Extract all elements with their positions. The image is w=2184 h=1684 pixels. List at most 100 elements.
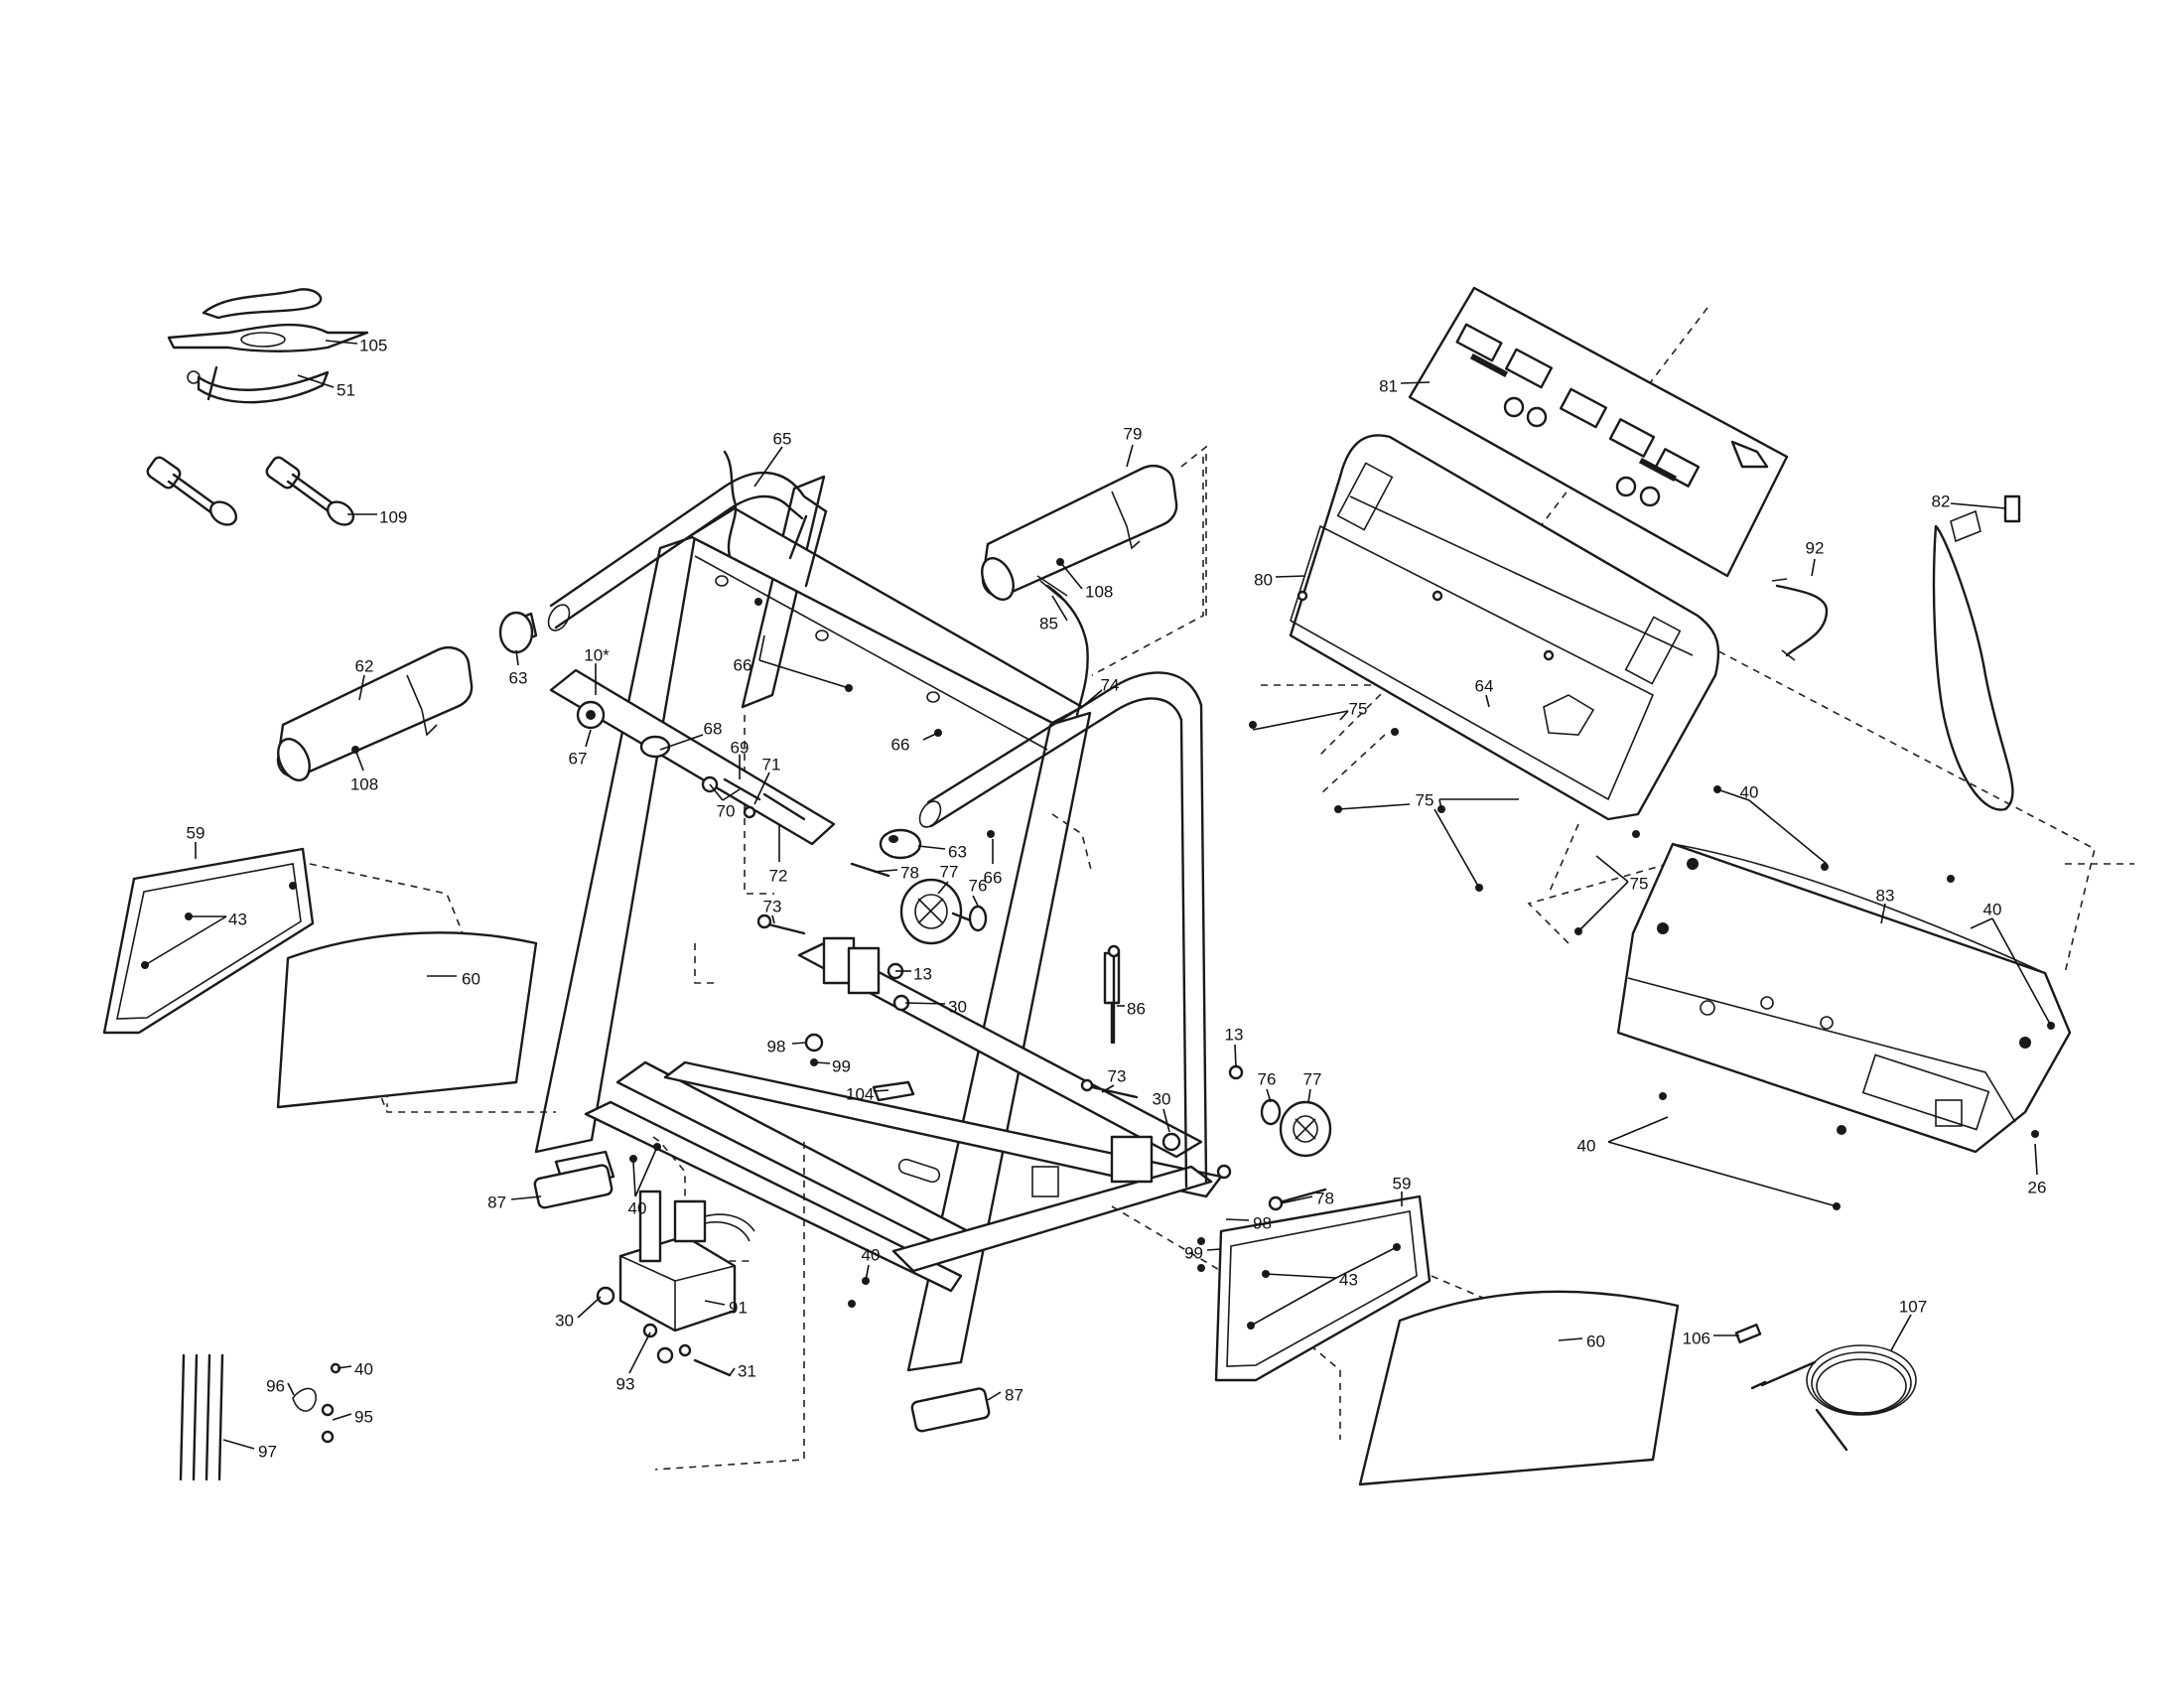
callout-label: 73 — [1108, 1066, 1127, 1085]
callout-73: 73 — [763, 897, 782, 924]
callout-label: 105 — [359, 336, 387, 354]
callout-leader — [628, 1332, 651, 1374]
callout-label: 96 — [266, 1376, 285, 1395]
callout-leader — [1059, 561, 1083, 590]
callout-92: 92 — [1806, 538, 1824, 577]
callout-label: 83 — [1876, 886, 1895, 905]
callout-leader — [753, 446, 783, 488]
callout-label: 77 — [1303, 1069, 1322, 1088]
callout-43: 43 — [144, 910, 247, 966]
cable-107 — [1734, 1324, 1917, 1452]
callout-74: 74 — [1081, 675, 1119, 708]
callout-leader — [722, 788, 741, 801]
callout-leader — [337, 1365, 352, 1369]
callout-106: 106 — [1683, 1329, 1739, 1347]
callout-label: 107 — [1899, 1297, 1927, 1316]
callout-leader — [297, 374, 335, 388]
callout-85: 85 — [1039, 595, 1068, 632]
callout-40: 40 — [862, 1245, 880, 1282]
callout-label: 60 — [1586, 1332, 1605, 1350]
callout-label: 91 — [729, 1298, 748, 1317]
callout-leader — [1595, 855, 1629, 883]
callout-51: 51 — [297, 374, 355, 399]
callout-77: 77 — [937, 862, 958, 895]
callout-83: 83 — [1876, 886, 1895, 924]
callout-40: 40 — [1577, 1116, 1838, 1207]
callout-26: 26 — [2028, 1143, 2047, 1196]
callout-65: 65 — [753, 429, 791, 488]
callout-label: 68 — [704, 719, 723, 738]
callout-label: 30 — [555, 1311, 574, 1330]
left-side-cover-59 — [102, 847, 315, 1035]
callout-40: 40 — [1716, 782, 1828, 865]
cable-ties-97 — [179, 1353, 341, 1481]
foot-pads — [533, 1150, 991, 1433]
callout-label: 10* — [584, 645, 610, 664]
callout-73: 73 — [1101, 1066, 1127, 1093]
wire-harness-85 — [723, 450, 1089, 717]
callout-81: 81 — [1379, 376, 1431, 395]
callout-109: 109 — [347, 507, 407, 526]
callout-leader — [1716, 788, 1750, 801]
callout-label: 75 — [1349, 699, 1368, 718]
callout-leader — [287, 1382, 295, 1396]
callout-leader — [325, 340, 358, 345]
callout-label: 78 — [900, 863, 919, 882]
callout-leader — [1126, 444, 1134, 468]
callout-leader — [1280, 1195, 1313, 1204]
callout-30: 30 — [1153, 1089, 1171, 1133]
callout-13: 13 — [895, 964, 932, 983]
callout-leader — [1225, 1218, 1250, 1221]
callout-87: 87 — [987, 1385, 1024, 1404]
callout-66: 66 — [984, 839, 1002, 887]
callout-label: 75 — [1630, 874, 1649, 893]
callout-78: 78 — [1280, 1189, 1334, 1207]
right-side-cover-59 — [1214, 1194, 1432, 1382]
callout-leader — [922, 732, 939, 741]
callout-leader — [865, 1264, 870, 1282]
callout-leader — [332, 1413, 352, 1421]
callout-82: 82 — [1932, 491, 2006, 510]
callout-104: 104 — [846, 1084, 889, 1103]
wheel-assembly-left — [756, 828, 988, 1102]
lift-cylinder-86 — [1107, 944, 1121, 1045]
callout-label: 62 — [355, 656, 374, 675]
callout-leader — [354, 749, 364, 772]
callout-75: 75 — [1252, 699, 1368, 731]
safety-key-strap — [167, 288, 369, 404]
callout-leader — [1081, 689, 1103, 708]
callout-leader — [1307, 1088, 1311, 1103]
callout-40: 40 — [1970, 900, 2052, 1027]
console-overlay-81 — [1408, 286, 1789, 578]
callout-75: 75 — [1577, 855, 1649, 932]
callout-label: 85 — [1039, 614, 1058, 632]
callout-leader — [1991, 917, 2052, 1027]
callout-label: 26 — [2028, 1178, 2047, 1196]
callout-leader — [1811, 558, 1816, 577]
callout-label: 43 — [228, 910, 247, 928]
callout-label: 63 — [509, 668, 528, 687]
callout-leader — [1339, 710, 1349, 721]
callout-leader — [1252, 710, 1349, 731]
callout-label: 86 — [1127, 999, 1146, 1018]
callout-98: 98 — [767, 1037, 807, 1055]
handle-grips — [146, 456, 355, 526]
callout-label: 108 — [1085, 582, 1113, 601]
callout-leader — [1890, 1314, 1912, 1351]
callout-label: 30 — [1153, 1089, 1171, 1108]
callout-label: 73 — [763, 897, 782, 915]
callout-leader — [577, 1296, 602, 1319]
callout-99: 99 — [815, 1056, 851, 1075]
callout-label: 78 — [1315, 1189, 1334, 1207]
callout-leader — [917, 845, 946, 850]
callout-label: 97 — [258, 1442, 277, 1461]
callout-leader — [815, 1061, 831, 1064]
callout-leader — [358, 674, 365, 701]
callout-leader — [144, 915, 227, 966]
callout-label: 75 — [1416, 790, 1434, 809]
callout-68: 68 — [659, 719, 723, 751]
callout-label: 59 — [187, 823, 205, 842]
callout-label: 71 — [762, 755, 781, 773]
callout-label: 99 — [832, 1056, 851, 1075]
